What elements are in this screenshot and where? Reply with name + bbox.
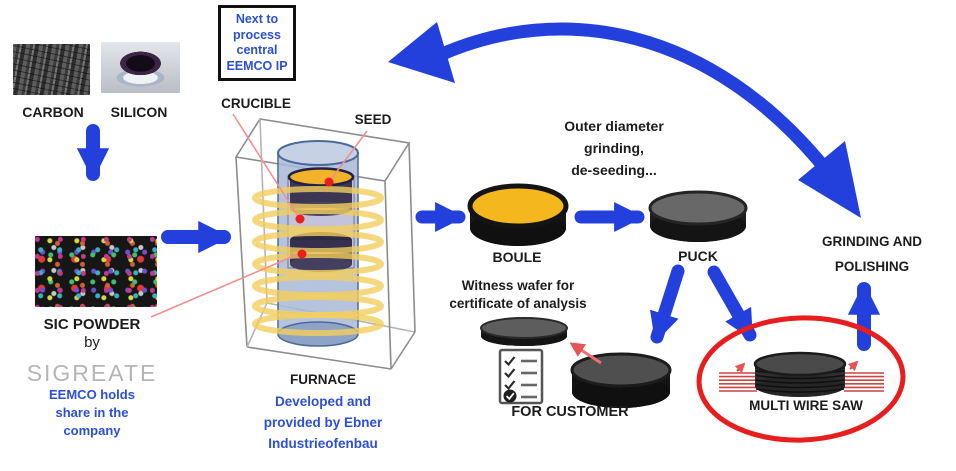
furnace-graphic	[150, 113, 416, 370]
eemco-share-note-line2: share in the	[55, 405, 129, 420]
silicon-label: SILICON	[110, 104, 168, 120]
checklist-icon	[498, 348, 544, 405]
red-circle-highlight	[696, 315, 906, 443]
furnace-note: Developed and provided by Ebner Industri…	[243, 391, 403, 454]
eemco-ip-box: Next to process central EEMCO IP	[218, 5, 296, 81]
furnace-label: FURNACE	[290, 372, 356, 387]
witness-wafer-graphic	[480, 317, 568, 346]
eemco-ip-box-text: Next to process central EEMCO IP	[226, 12, 287, 74]
puck-graphic	[648, 190, 748, 242]
crucible-label: CRUCIBLE	[221, 96, 291, 111]
loop-arrow	[388, 22, 861, 218]
boule-graphic	[467, 183, 569, 246]
sliced-puck-stack	[753, 351, 847, 397]
ip-box-line4: EEMCO IP	[226, 58, 288, 73]
grinding-deseed-line3: de-seeding...	[571, 162, 657, 178]
eemco-share-note-line1: EEMCO holds	[49, 387, 135, 402]
ip-box-line2: process	[233, 27, 281, 42]
customer-puck-graphic	[570, 352, 672, 408]
grinding-deseed-line1: Outer diameter	[564, 118, 664, 134]
furnace-note-line3: Industrieofenbau	[268, 436, 378, 451]
grinding-polishing-line1: GRINDING AND	[822, 234, 922, 249]
grinding-deseed-line2: grinding,	[584, 140, 644, 156]
loop-arrowhead-left	[388, 22, 455, 83]
ip-box-line1: Next to	[235, 12, 279, 26]
for-customer-label: FOR CUSTOMER	[511, 404, 629, 420]
sigreate-logo: SIGREATE	[26, 360, 158, 386]
ip-box-line3: central	[236, 43, 278, 57]
arrow-puck-to-customer	[650, 264, 685, 344]
seed-graphic	[287, 167, 355, 187]
eemco-share-note: EEMCO holds share in the company	[22, 386, 162, 440]
arrow-puck-to-wafer	[569, 342, 602, 365]
sic-powder-label: SIC POWDER	[43, 316, 141, 333]
induction-coils	[252, 186, 384, 336]
carbon-label: CARBON	[22, 104, 84, 120]
grinding-deseed-note: Outer diameter grinding, de-seeding...	[534, 115, 694, 181]
boule-label: BOULE	[492, 249, 542, 265]
grinding-polishing-label: GRINDING AND POLISHING	[792, 229, 952, 279]
sic-powder-photo	[35, 236, 157, 307]
silicon-photo	[101, 42, 180, 93]
powder-by-label: by	[84, 334, 100, 351]
puck-label: PUCK	[678, 248, 718, 264]
loop-arrowhead-right	[798, 141, 861, 218]
grinding-polishing-line2: POLISHING	[834, 259, 910, 274]
arrow-puck-to-saw	[707, 265, 757, 342]
multi-wire-saw-label: MULTI WIRE SAW	[749, 398, 863, 413]
witness-wafer-line1: Witness wafer for	[461, 278, 575, 293]
eemco-share-note-line3: company	[63, 423, 121, 438]
saw-wires	[719, 360, 884, 392]
multi-wire-saw-graphic	[696, 315, 906, 443]
carbon-photo	[13, 44, 90, 95]
witness-wafer-line2: certificate of analysis	[449, 296, 587, 311]
furnace-note-line1: Developed and	[274, 394, 372, 409]
pointer-lines	[150, 113, 368, 318]
furnace-note-line2: provided by Ebner	[263, 415, 383, 430]
seed-label: SEED	[354, 112, 392, 127]
witness-wafer-note: Witness wafer for certificate of analysi…	[428, 277, 608, 313]
